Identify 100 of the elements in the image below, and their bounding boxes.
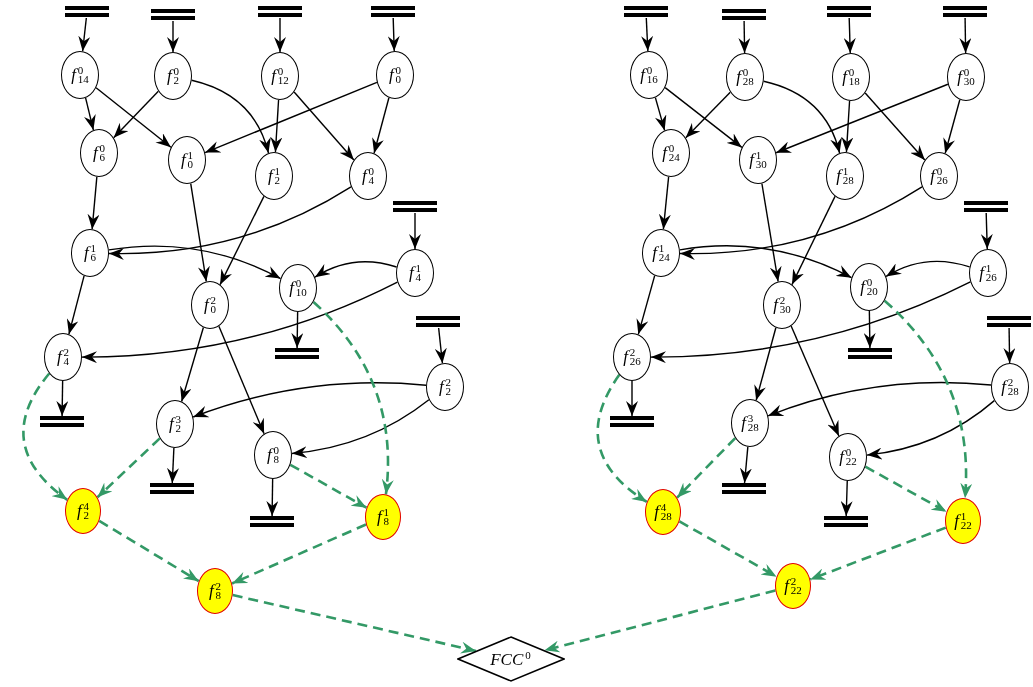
arrow (650, 281, 972, 363)
ellipse-node (652, 129, 690, 177)
ellipse-node (80, 129, 118, 177)
arrow (843, 17, 856, 54)
arrow (679, 186, 923, 260)
arrow (409, 212, 421, 250)
arrow (636, 274, 656, 336)
dashed-arrow (809, 526, 947, 581)
arrow (626, 380, 638, 417)
arrow (863, 310, 876, 349)
terminal-bar-symbol (827, 6, 871, 18)
ellipse-node (168, 136, 206, 184)
arrow (790, 325, 840, 437)
terminal-bar-symbol (250, 516, 294, 528)
dashed-arrow (22, 372, 69, 501)
arrow (1003, 327, 1016, 364)
arrow (191, 79, 271, 154)
ellipse-node (279, 264, 317, 312)
ellipse-node (376, 51, 414, 99)
arrow (885, 260, 971, 278)
ellipse-node (44, 333, 82, 381)
ellipse-node (254, 431, 292, 479)
arrow (791, 195, 836, 286)
dashed-arrow (596, 374, 648, 503)
arrow (78, 17, 91, 52)
arrow (293, 91, 355, 161)
arrow (685, 91, 731, 139)
terminal-bar-symbol (150, 483, 194, 495)
ellipse-node (156, 400, 194, 448)
ellipse-node (832, 53, 870, 101)
ellipse-node (396, 249, 434, 297)
ellipse-node (829, 433, 867, 481)
dashed-arrow (883, 299, 972, 499)
ellipse-node (426, 363, 464, 411)
terminal-bar-symbol (824, 516, 868, 528)
dashed-arrow (312, 301, 394, 495)
ellipse-node (191, 281, 229, 329)
terminal-bar-symbol (943, 6, 987, 18)
terminal-bar-symbol (40, 416, 84, 428)
dashed-arrow (678, 520, 778, 578)
arrow (738, 20, 751, 54)
arrow (95, 87, 172, 148)
ellipse-node (61, 51, 99, 99)
arrow (654, 96, 667, 132)
ellipse-node (642, 229, 680, 277)
arrow (767, 381, 992, 417)
arrow (219, 195, 265, 286)
highlighted-ellipse-node (65, 488, 101, 534)
arrow (218, 325, 265, 435)
dashed-arrow (96, 437, 161, 499)
arrow (87, 176, 100, 230)
dashed-arrow (544, 589, 776, 653)
arrow (763, 80, 842, 154)
dashed-arrow (676, 437, 737, 499)
arrow (840, 480, 853, 517)
terminal-bar-symbol (393, 201, 437, 213)
arrow (664, 86, 743, 149)
terminal-bar-symbol (416, 316, 460, 328)
ellipse-node (71, 229, 109, 277)
highlighted-ellipse-node (197, 568, 233, 614)
ellipse-node (349, 152, 387, 200)
arrow (274, 17, 286, 53)
arrow (864, 92, 926, 161)
arrow (56, 380, 69, 417)
arrow (761, 182, 782, 283)
terminal-bar-symbol (371, 6, 415, 18)
ellipse-node (969, 249, 1007, 297)
arrow (980, 212, 993, 250)
arrow (66, 275, 85, 335)
highlighted-ellipse-node (945, 498, 981, 544)
arrow (266, 478, 279, 517)
terminal-bar-symbol (275, 348, 319, 360)
arrow (108, 245, 282, 280)
arrow (775, 83, 949, 154)
ellipse-node (920, 152, 958, 200)
ellipse-node (261, 52, 299, 100)
ellipse-node (255, 152, 293, 200)
ellipse-node (739, 136, 777, 184)
highlighted-ellipse-node (365, 494, 401, 540)
terminal-bar-symbol (987, 316, 1031, 328)
highlighted-ellipse-node (775, 563, 811, 609)
arrow (739, 446, 752, 484)
dashed-arrow (98, 519, 200, 583)
arrow (166, 447, 179, 484)
arrow (112, 90, 160, 139)
arrow (180, 326, 205, 403)
arrow (190, 182, 210, 283)
arrow (387, 17, 400, 52)
dashed-arrow (232, 593, 477, 654)
ellipse-node (154, 52, 192, 100)
terminal-bar-symbol (65, 6, 109, 18)
arrow (81, 281, 399, 363)
dashed-arrow (864, 465, 948, 513)
terminal-bar-symbol (258, 6, 302, 18)
dashed-arrow (289, 463, 368, 509)
terminal-bar-symbol (722, 9, 766, 21)
arrow (84, 97, 96, 131)
ellipse-node (613, 333, 651, 381)
dashed-arrow (231, 523, 367, 585)
arrow (108, 186, 352, 260)
